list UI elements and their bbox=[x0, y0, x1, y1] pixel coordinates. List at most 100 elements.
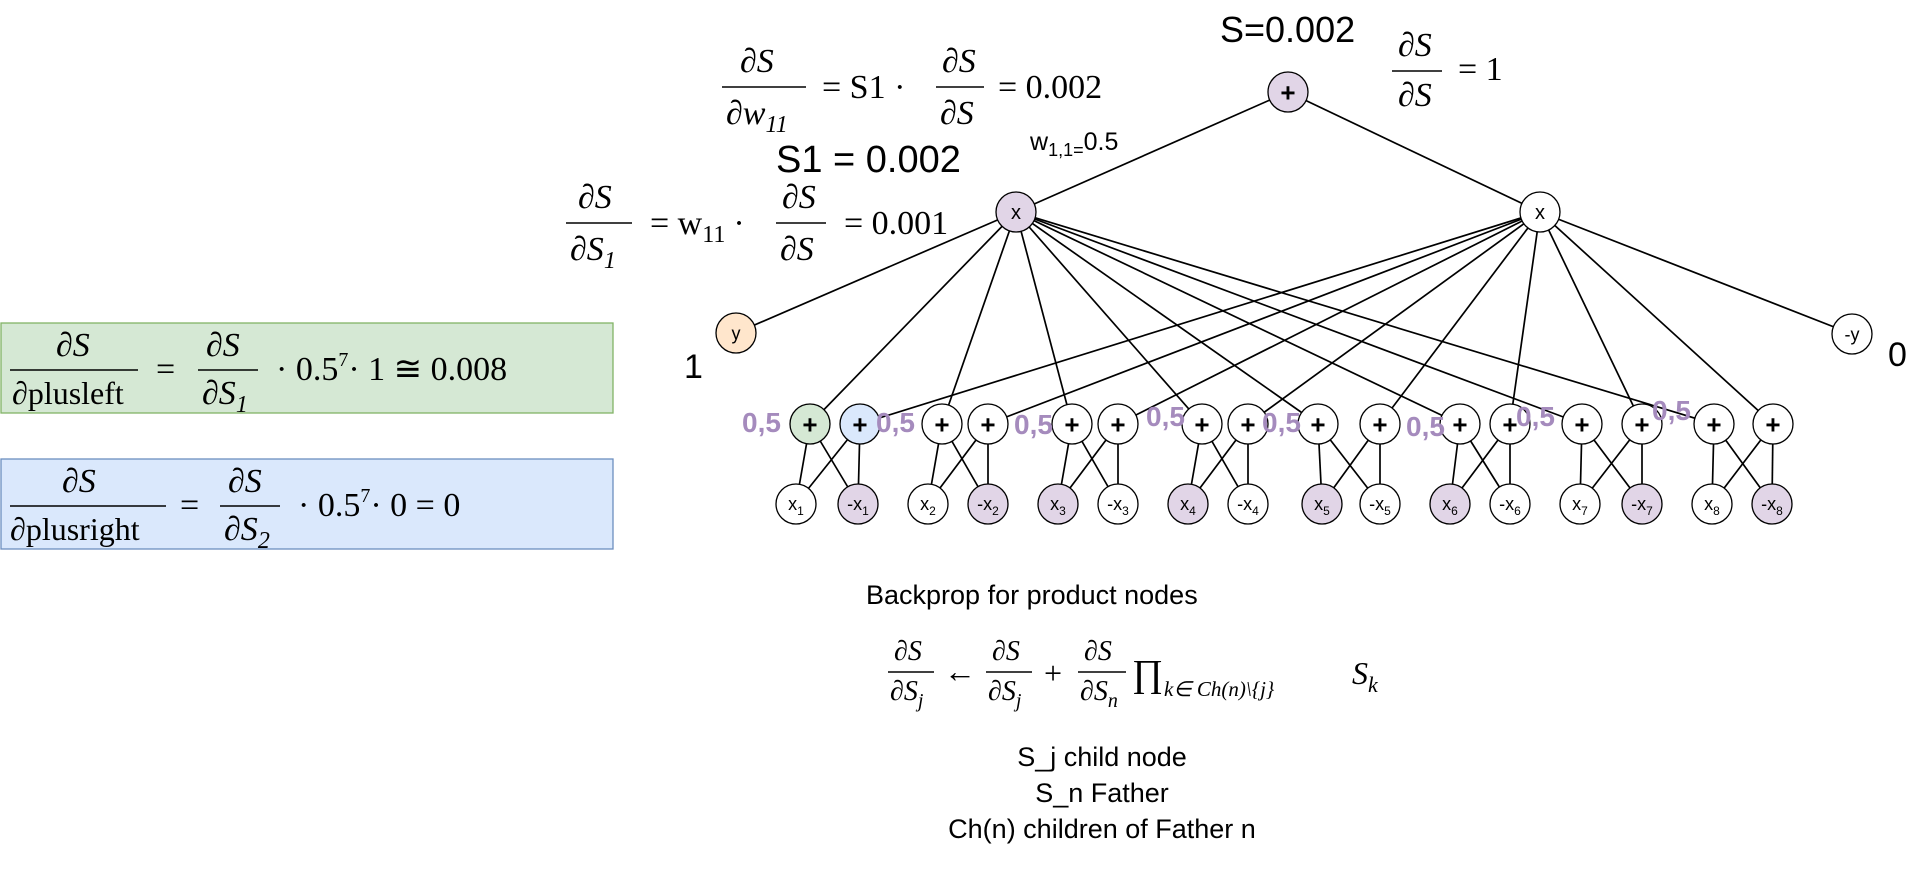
edge-prodleft-sum-1 bbox=[809, 211, 1017, 425]
edge-prodright-sum-14 bbox=[1539, 211, 1643, 425]
root-value-label: S=0.002 bbox=[1220, 9, 1355, 50]
sum-node-6[interactable] bbox=[1097, 403, 1139, 445]
equation-dsd-plusright: ∂S ∂plusright = ∂S ∂S2 · 0.57· 0 = 0 bbox=[10, 463, 460, 554]
leaf-node-16[interactable] bbox=[1751, 483, 1793, 525]
svg-text:Sk: Sk bbox=[1352, 655, 1379, 697]
product-node-right-label: x bbox=[1535, 202, 1545, 224]
leaf-node-4[interactable] bbox=[967, 483, 1009, 525]
edge-prodright-sum-6 bbox=[1117, 211, 1541, 425]
root-sum-node[interactable] bbox=[1267, 71, 1309, 113]
legend-sj: S_j child node bbox=[1017, 742, 1187, 772]
edge-prodleft-sum-3 bbox=[941, 211, 1017, 425]
leaf-node-label: x2 bbox=[920, 494, 936, 518]
leaf-node-9[interactable] bbox=[1301, 483, 1343, 525]
edge-root-prodright bbox=[1287, 91, 1541, 213]
leaf-node-label: -x8 bbox=[1761, 494, 1783, 518]
equation-dsdw11: ∂S ∂w11 = S1 · ∂S ∂S = 0.002 bbox=[722, 43, 1102, 138]
sum-node-4[interactable] bbox=[967, 403, 1009, 445]
leaf-node-13[interactable] bbox=[1559, 483, 1601, 525]
svg-text:= 0.001: = 0.001 bbox=[844, 205, 948, 242]
green-equation-box bbox=[0, 322, 614, 414]
svg-text:∏: ∏ bbox=[1132, 653, 1163, 695]
svg-text:= 1: = 1 bbox=[1458, 51, 1503, 88]
sum-weight-label-7: 0,5 bbox=[1516, 401, 1555, 432]
sum-weight-label-4: 0,5 bbox=[1146, 401, 1185, 432]
svg-text:∂S1: ∂S1 bbox=[202, 375, 248, 418]
sum-node-label: + bbox=[1452, 409, 1467, 439]
leaf-node-5[interactable] bbox=[1037, 483, 1079, 525]
indicator-negy-label: -y bbox=[1845, 324, 1860, 344]
sum-node-8[interactable] bbox=[1227, 403, 1269, 445]
sum-node-1[interactable] bbox=[789, 403, 831, 445]
sum-node-12[interactable] bbox=[1489, 403, 1531, 445]
sum-node-label: + bbox=[1706, 409, 1721, 439]
svg-text:∂plusright: ∂plusright bbox=[10, 511, 140, 547]
product-node-right[interactable] bbox=[1519, 191, 1561, 233]
product-node-left[interactable] bbox=[995, 191, 1037, 233]
edge-prodleft-sum-11 bbox=[1015, 211, 1461, 425]
leaf-node-label: -x5 bbox=[1369, 494, 1391, 518]
indicator-y-node[interactable] bbox=[715, 312, 757, 354]
leaf-node-12[interactable] bbox=[1489, 483, 1531, 525]
leaf-node-label: -x1 bbox=[847, 494, 869, 518]
leaf-node-15[interactable] bbox=[1691, 483, 1733, 525]
sum-node-13[interactable] bbox=[1561, 403, 1603, 445]
sum-node-label: + bbox=[852, 409, 867, 439]
leaf-node-6[interactable] bbox=[1097, 483, 1139, 525]
sum-node-16[interactable] bbox=[1752, 403, 1794, 445]
edge-prodright-sum-4 bbox=[987, 211, 1541, 425]
leaf-node-11[interactable] bbox=[1429, 483, 1471, 525]
leaf-node-label: x5 bbox=[1314, 494, 1330, 518]
svg-text:· 0.57· 1 ≅ 0.008: · 0.57· 1 ≅ 0.008 bbox=[276, 349, 507, 388]
leaf-node-3[interactable] bbox=[907, 483, 949, 525]
sum-node-9[interactable] bbox=[1297, 403, 1339, 445]
edge-root-prodleft bbox=[1015, 91, 1289, 213]
sum-node-5[interactable] bbox=[1051, 403, 1093, 445]
leaf-node-7[interactable] bbox=[1167, 483, 1209, 525]
edge-prodright-sum-16 bbox=[1539, 211, 1774, 425]
svg-text:∂S: ∂S bbox=[1084, 636, 1112, 667]
sum-node-label: + bbox=[1765, 409, 1780, 439]
equation-dsd-plusleft: ∂S ∂plusleft = ∂S ∂S1 · 0.57· 1 ≅ 0.008 bbox=[10, 327, 507, 418]
edge-prodright-sum-10 bbox=[1379, 211, 1541, 425]
sum-node-label: + bbox=[980, 409, 995, 439]
backprop-formula: ∂S ∂Sj ← ∂S ∂Sj + ∂S ∂Sn ∏ k∈ Ch(n)\{j} … bbox=[888, 636, 1379, 712]
leaf-node-label: -x4 bbox=[1237, 494, 1259, 518]
sum-node-14[interactable] bbox=[1621, 403, 1663, 445]
leaf-node-8[interactable] bbox=[1227, 483, 1269, 525]
sum-node-15[interactable] bbox=[1693, 403, 1735, 445]
sum-node-7[interactable] bbox=[1181, 403, 1223, 445]
edge-prodleft-sum-9 bbox=[1015, 211, 1319, 425]
svg-text:k∈ Ch(n)\{j}: k∈ Ch(n)\{j} bbox=[1164, 677, 1275, 701]
sum-node-11[interactable] bbox=[1439, 403, 1481, 445]
svg-text:∂S: ∂S bbox=[1398, 27, 1432, 64]
svg-text:∂S: ∂S bbox=[62, 463, 96, 500]
sum-node-label: + bbox=[802, 409, 817, 439]
leaf-node-1[interactable] bbox=[775, 483, 817, 525]
sum-node-label: + bbox=[1502, 409, 1517, 439]
indicator-right-value: 0 bbox=[1888, 336, 1907, 374]
equation-dsds-root: ∂S ∂S = 1 bbox=[1392, 27, 1503, 114]
svg-text:∂S1: ∂S1 bbox=[570, 231, 616, 274]
sum-node-10[interactable] bbox=[1359, 403, 1401, 445]
svg-text:∂S: ∂S bbox=[782, 179, 816, 216]
sum-weight-label-2: 0,5 bbox=[876, 407, 915, 438]
sum-node-2[interactable] bbox=[839, 403, 881, 445]
svg-text:∂S: ∂S bbox=[1398, 77, 1432, 114]
leaf-node-2[interactable] bbox=[837, 483, 879, 525]
svg-text:+: + bbox=[1044, 655, 1062, 691]
svg-text:∂S: ∂S bbox=[780, 231, 814, 268]
blue-equation-box bbox=[0, 458, 614, 550]
svg-text:= S1 ·: = S1 · bbox=[822, 69, 905, 106]
leaf-node-10[interactable] bbox=[1359, 483, 1401, 525]
sum-node-3[interactable] bbox=[921, 403, 963, 445]
legend-sn: S_n Father bbox=[1035, 778, 1169, 808]
indicator-negy-node[interactable] bbox=[1831, 313, 1873, 355]
sum-weight-label-1: 0,5 bbox=[742, 407, 781, 438]
svg-text:∂S: ∂S bbox=[740, 43, 774, 80]
edge-prodleft-sum-15 bbox=[1015, 211, 1715, 425]
sum-node-label: + bbox=[934, 409, 949, 439]
leaf-node-14[interactable] bbox=[1621, 483, 1663, 525]
s1-value-label: S1 = 0.002 bbox=[776, 139, 961, 181]
